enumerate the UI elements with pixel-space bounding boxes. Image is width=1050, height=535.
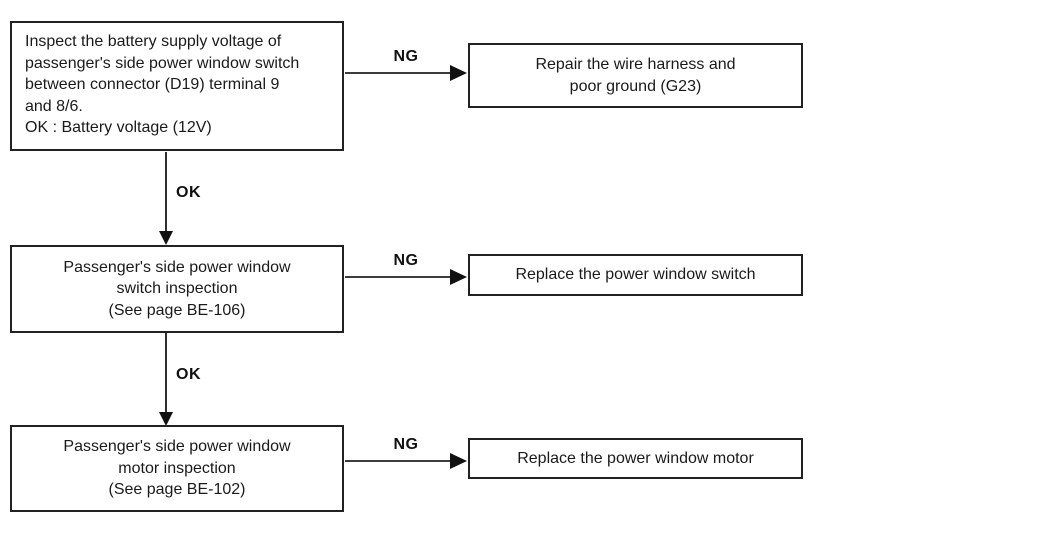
ng-arrow-line-1: [345, 72, 450, 74]
ng-arrow-line-3: [345, 460, 450, 462]
ok-label-1: OK: [176, 184, 201, 201]
result-box-replace-switch: Replace the power window switch: [468, 254, 803, 296]
step-text-line: motor inspection: [118, 459, 236, 477]
ok-arrowhead-icon-2: [159, 412, 173, 426]
result-text-line: poor ground (G23): [569, 77, 702, 95]
step-text-line: Passenger's side power window: [63, 438, 291, 456]
step-box-motor-inspection: Passenger's side power window motor insp…: [10, 425, 344, 512]
result-text-line: Replace the power window motor: [517, 449, 754, 467]
ng-arrowhead-icon-2: [450, 269, 467, 285]
step-box-battery-voltage-check: Inspect the battery supply voltage of pa…: [10, 21, 344, 151]
step-text-line: and 8/6.: [25, 97, 83, 115]
ng-arrow-line-2: [345, 276, 450, 278]
step-text-line: passenger's side power window switch: [25, 54, 300, 72]
ok-arrow-line-2: [165, 333, 167, 412]
ok-label-2: OK: [176, 366, 201, 383]
step-text-line: (See page BE-106): [108, 301, 246, 319]
result-text-line: Repair the wire harness and: [535, 56, 736, 73]
step-text-line: Inspect the battery supply voltage of: [25, 33, 282, 50]
ok-arrow-line-1: [165, 152, 167, 231]
result-box-repair-harness: Repair the wire harness and poor ground …: [468, 43, 803, 108]
ng-label-2: NG: [393, 252, 419, 269]
result-text-line: Replace the power window switch: [515, 266, 756, 284]
ng-arrowhead-icon-1: [450, 65, 467, 81]
ng-label-3: NG: [393, 436, 419, 453]
ok-arrowhead-icon-1: [159, 231, 173, 245]
step-text-line: OK : Battery voltage (12V): [25, 119, 212, 136]
step-text-line: Passenger's side power window: [63, 258, 291, 276]
step-text-line: between connector (D19) terminal 9: [25, 76, 280, 93]
step-text-line: switch inspection: [116, 280, 238, 298]
step-text-line: (See page BE-102): [108, 481, 246, 499]
result-box-replace-motor: Replace the power window motor: [468, 438, 803, 479]
ng-arrowhead-icon-3: [450, 453, 467, 469]
ng-label-1: NG: [393, 48, 419, 65]
step-box-switch-inspection: Passenger's side power window switch ins…: [10, 245, 344, 333]
